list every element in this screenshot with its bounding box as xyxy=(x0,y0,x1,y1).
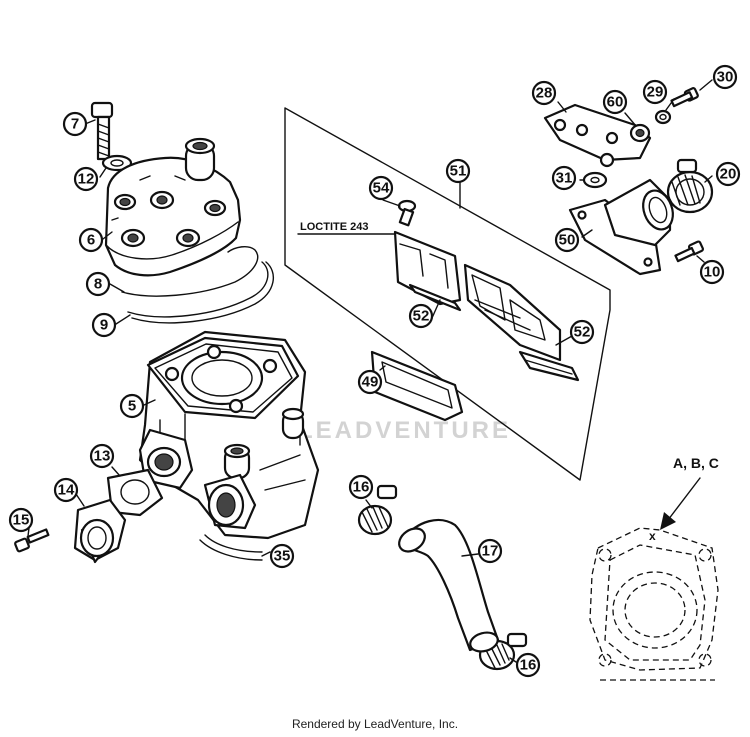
reed-screw[interactable] xyxy=(397,199,417,227)
manifold-screw[interactable] xyxy=(674,240,704,263)
callout-5: 5 xyxy=(119,393,145,419)
reed-block[interactable] xyxy=(463,263,562,362)
callout-9: 9 xyxy=(91,312,117,338)
callout-51: 51 xyxy=(445,158,471,184)
svg-text:49: 49 xyxy=(362,374,379,391)
callout-12: 12 xyxy=(73,166,99,192)
svg-text:8: 8 xyxy=(94,276,102,293)
callout-13: 13 xyxy=(89,443,115,469)
svg-text:54: 54 xyxy=(373,180,390,197)
intake-clamp[interactable] xyxy=(666,158,714,214)
callout-8: 8 xyxy=(85,271,111,297)
callout-16-upper: 16 xyxy=(348,474,374,500)
svg-text:52: 52 xyxy=(413,308,430,325)
coolant-hose[interactable] xyxy=(395,518,500,654)
base-gasket[interactable] xyxy=(199,534,263,561)
callout-20: 20 xyxy=(715,161,741,187)
svg-text:14: 14 xyxy=(58,482,75,499)
svg-text:LOCTITE 243: LOCTITE 243 xyxy=(300,221,368,233)
hose-clamp-upper[interactable] xyxy=(357,484,398,536)
callout-52-right: 52 xyxy=(569,319,595,345)
callout-31: 31 xyxy=(551,165,577,191)
svg-text:50: 50 xyxy=(559,232,576,249)
svg-text:x: x xyxy=(649,529,656,543)
svg-text:30: 30 xyxy=(717,69,734,86)
cylinder-head[interactable] xyxy=(104,137,242,277)
leader-lines xyxy=(27,79,713,663)
callout-35: 35 xyxy=(269,543,295,569)
bracket-bolt[interactable] xyxy=(670,87,699,108)
callout-60: 60 xyxy=(602,89,628,115)
svg-text:60: 60 xyxy=(607,94,624,111)
svg-text:35: 35 xyxy=(274,548,291,565)
exhaust-flange[interactable] xyxy=(73,498,127,564)
washer-12[interactable] xyxy=(101,154,133,172)
flange-screw[interactable] xyxy=(14,528,50,553)
head-gasket[interactable] xyxy=(121,245,259,297)
svg-text:9: 9 xyxy=(100,317,108,334)
callout-50: 50 xyxy=(554,227,580,253)
o-ring[interactable] xyxy=(127,261,275,324)
svg-text:16: 16 xyxy=(353,479,370,496)
callout-52-left: 52 xyxy=(408,303,434,329)
svg-text:16: 16 xyxy=(520,657,537,674)
svg-text:5: 5 xyxy=(128,398,136,415)
loctite-note: LOCTITE 243 xyxy=(297,221,399,235)
svg-text:12: 12 xyxy=(78,171,95,188)
bushing[interactable] xyxy=(629,123,651,143)
intake-manifold[interactable] xyxy=(568,178,678,276)
footer-credit: Rendered by LeadVenture, Inc. xyxy=(291,717,459,731)
svg-text:51: 51 xyxy=(450,163,467,180)
svg-text:10: 10 xyxy=(704,264,721,281)
callout-7: 7 xyxy=(62,111,88,137)
reed-petal-lower[interactable] xyxy=(518,350,580,382)
cylinder[interactable] xyxy=(138,330,320,540)
cylinder-head-bolt[interactable] xyxy=(90,101,114,161)
callout-17: 17 xyxy=(477,538,503,564)
reed-valve-group-frame xyxy=(284,107,611,481)
svg-text:31: 31 xyxy=(556,170,573,187)
washer-29[interactable] xyxy=(654,109,672,125)
callout-6: 6 xyxy=(78,227,104,253)
svg-text:20: 20 xyxy=(720,166,737,183)
mounting-bracket[interactable] xyxy=(543,103,652,168)
callout-14: 14 xyxy=(53,477,79,503)
svg-text:15: 15 xyxy=(13,512,30,529)
svg-text:17: 17 xyxy=(482,543,499,560)
callout-29: 29 xyxy=(642,79,668,105)
svg-text:52: 52 xyxy=(574,324,591,341)
svg-text:7: 7 xyxy=(71,116,79,133)
detail-view: A, B, C x xyxy=(589,455,719,681)
svg-text:28: 28 xyxy=(536,85,553,102)
callout-30: 30 xyxy=(712,64,738,90)
callout-28: 28 xyxy=(531,80,557,106)
washer-31[interactable] xyxy=(582,171,608,189)
reed-petal-upper[interactable] xyxy=(393,230,462,312)
callout-10: 10 xyxy=(699,259,725,285)
callout-54: 54 xyxy=(368,175,394,201)
callout-49: 49 xyxy=(357,369,383,395)
watermark: LEADVENTURE xyxy=(298,417,511,444)
svg-text:13: 13 xyxy=(94,448,111,465)
svg-text:6: 6 xyxy=(87,232,95,249)
reed-gasket[interactable] xyxy=(370,350,464,422)
callout-16-lower: 16 xyxy=(515,652,541,678)
callout-15: 15 xyxy=(8,507,34,533)
svg-text:A, B, C: A, B, C xyxy=(673,455,719,471)
svg-text:29: 29 xyxy=(647,84,664,101)
